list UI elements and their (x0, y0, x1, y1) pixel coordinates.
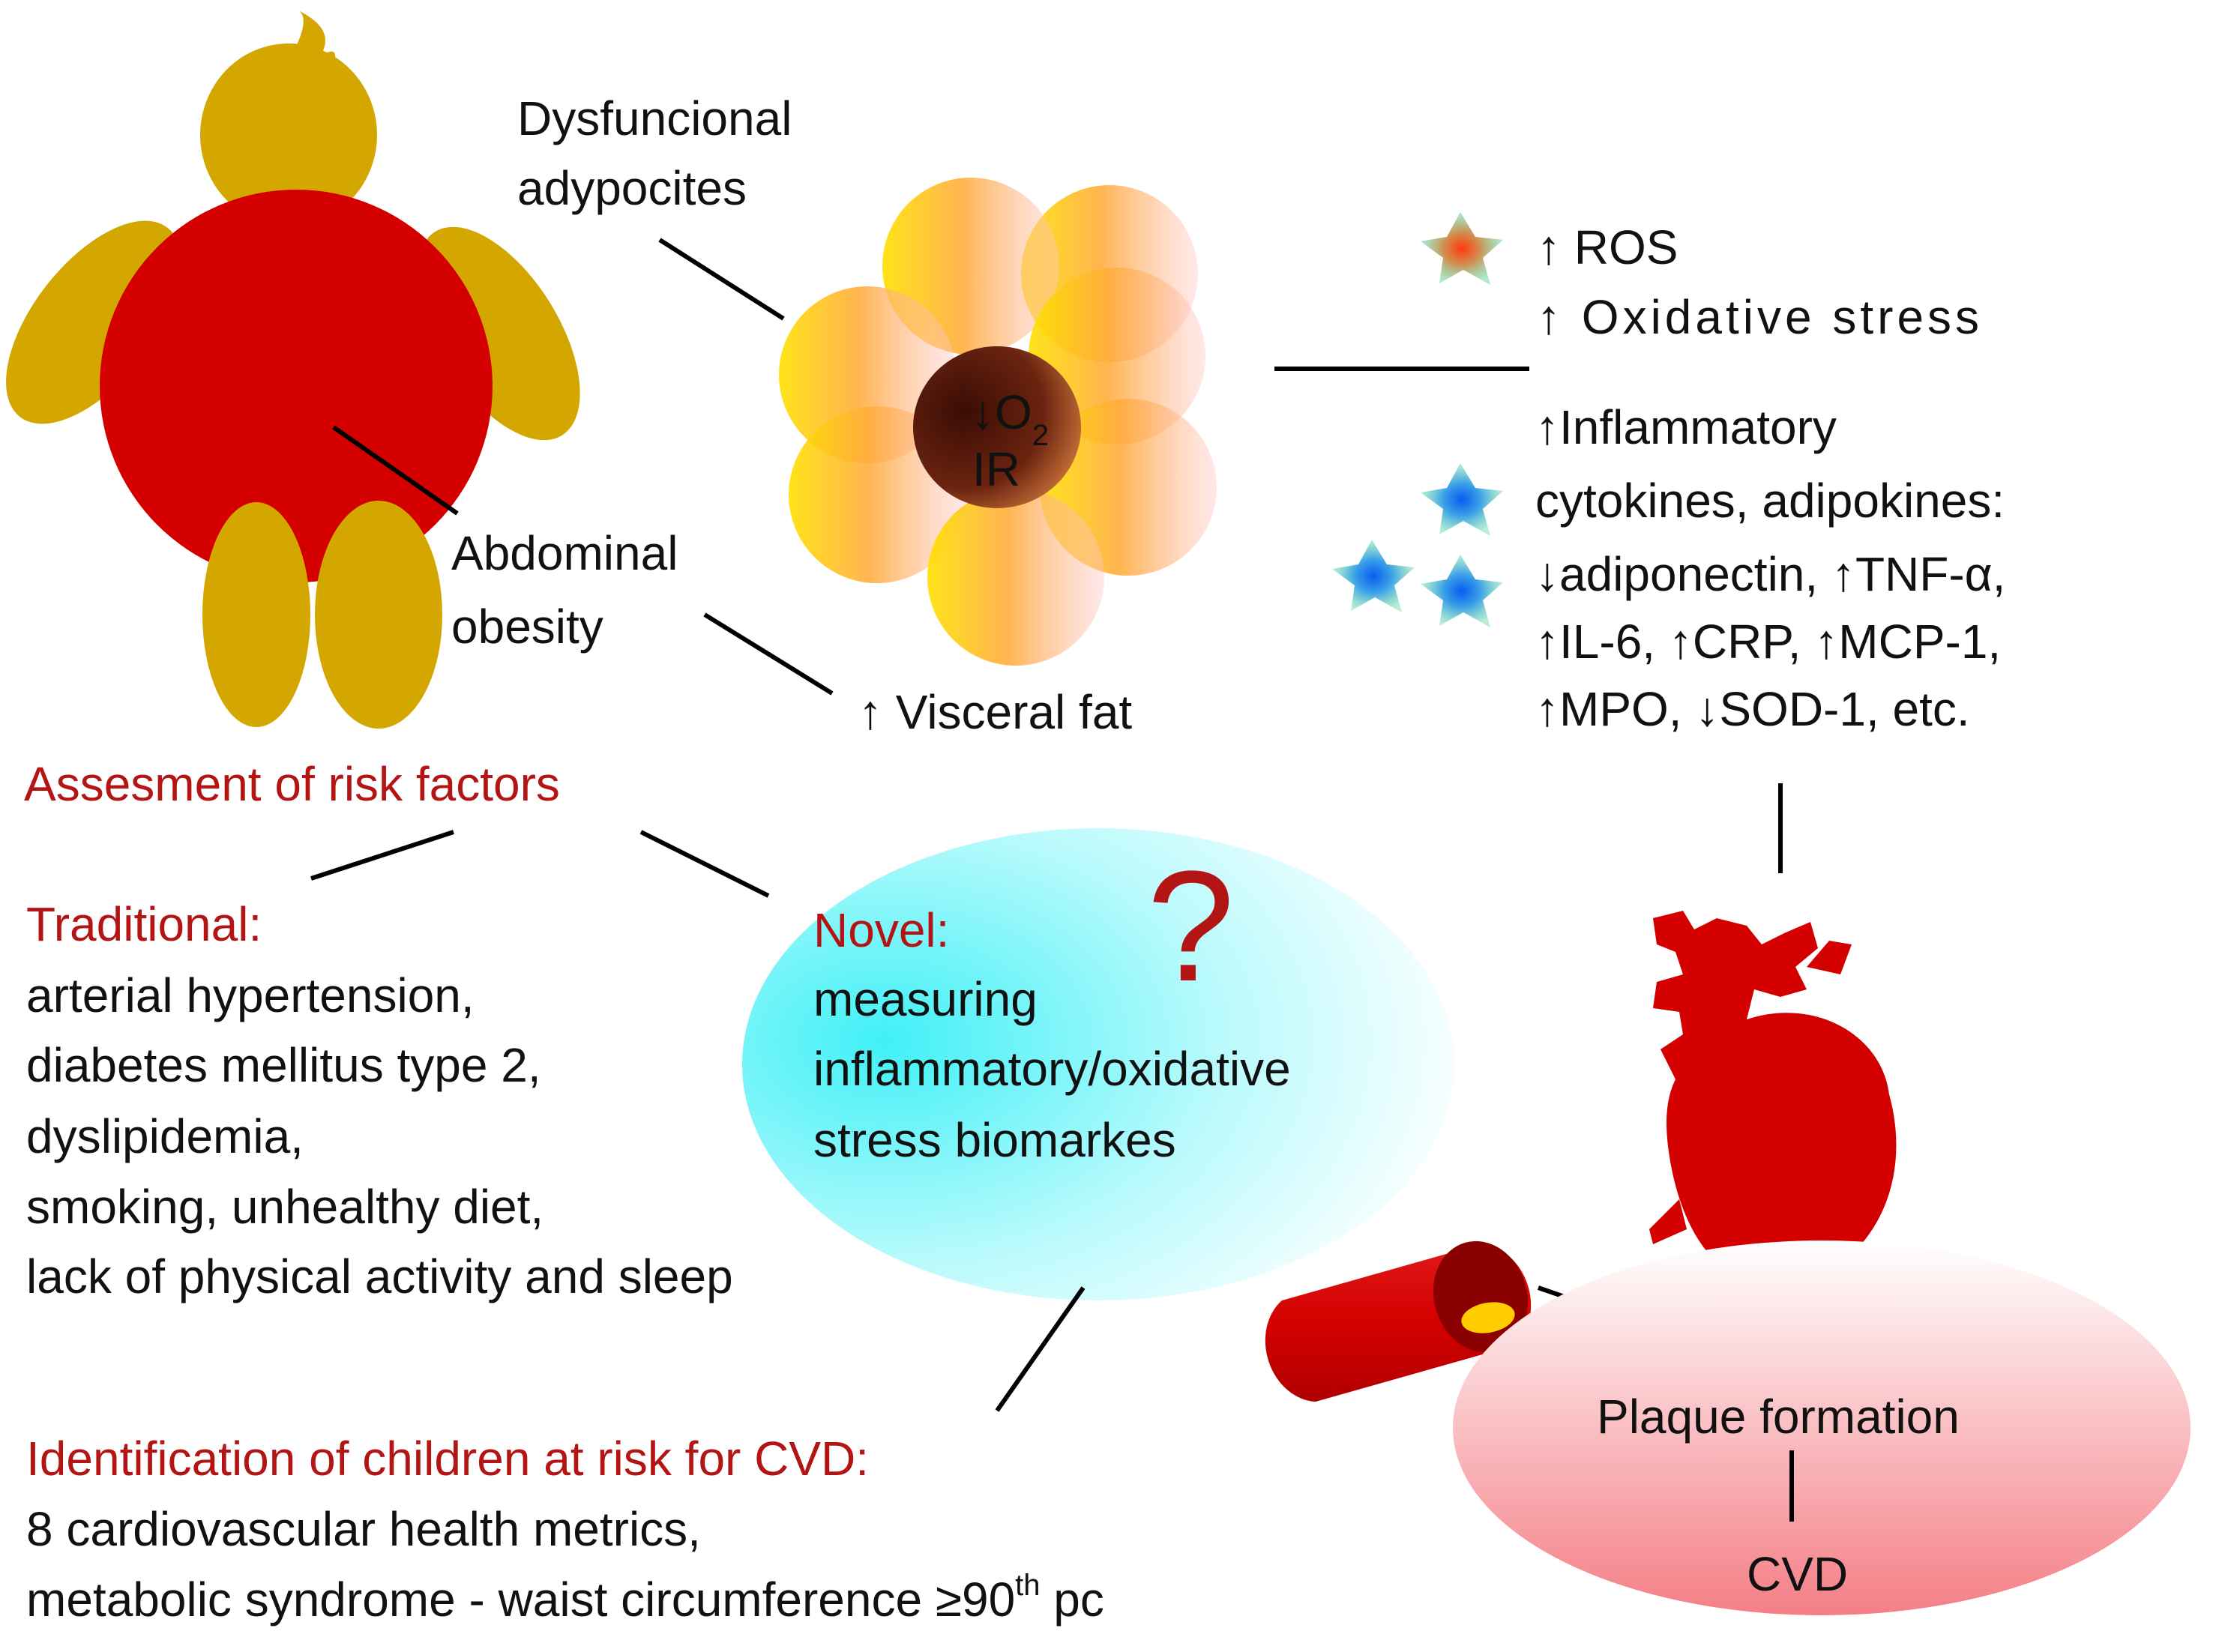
oxidative-stress-label: ↑ Oxidative stress (1537, 290, 1983, 344)
metrics-line-1: 8 cardiovascular health metrics, (26, 1502, 701, 1556)
inflam-line-3: ↓adiponectin, ↑TNF-α, (1535, 547, 2005, 601)
traditional-line-1: arterial hypertension, (26, 968, 475, 1022)
o2-label: ↓O2 (971, 385, 1049, 452)
visceral-connector (703, 612, 834, 696)
assessment-heading: Assesment of risk factors (24, 757, 560, 811)
traditional-line-2: diabetes mellitus type 2, (26, 1038, 541, 1092)
inflam-line-5: ↑MPO, ↓SOD-1, etc. (1535, 682, 1970, 736)
abdominal-label-2: obesity (451, 600, 603, 654)
abdominal-connector (332, 425, 459, 516)
novel-heading: Novel: (813, 903, 949, 957)
plaque-ellipse (1453, 1240, 2191, 1615)
ros-label: ↑ ROS (1537, 220, 1678, 274)
child-right-leg (315, 501, 442, 729)
abdominal-label-1: Abdominal (451, 526, 678, 580)
vessel-plaque (1461, 1302, 1515, 1333)
dysfunctional-connector (658, 238, 785, 321)
adipocyte (927, 489, 1104, 666)
identification-heading: Identification of children at risk for C… (26, 1432, 869, 1486)
dysfunctional-label-1: Dysfuncional (517, 91, 792, 145)
cytokine-star-icon (1421, 463, 1503, 536)
question-mark: ? (1147, 838, 1235, 1014)
blood-vessel-icon (1265, 1240, 1532, 1402)
plaque-formation-label: Plaque formation (1597, 1390, 1960, 1444)
assessment-novel-connector (639, 830, 770, 898)
traditional-line-5: lack of physical activity and sleep (26, 1249, 733, 1303)
novel-line-1: measuring (813, 972, 1038, 1026)
ir-label: IR (972, 442, 1020, 496)
visceral-fat-label: ↑ Visceral fat (858, 685, 1132, 739)
adipocyte-cluster-icon: ↓O2 IR (779, 178, 1217, 666)
traditional-line-3: dyslipidemia, (26, 1109, 304, 1163)
cytokine-star-icon (1421, 555, 1503, 627)
inflam-line-1: ↑Inflammatory (1535, 400, 1837, 454)
inflam-line-4: ↑IL-6, ↑CRP, ↑MCP-1, (1535, 615, 2001, 669)
inflam-line-2: cytokines, adipokines: (1535, 474, 2005, 528)
novel-line-2: inflammatory/oxidative (813, 1042, 1291, 1096)
child-body (100, 190, 493, 582)
ros-star-icon (1421, 212, 1503, 285)
cytokine-star-icon (1332, 540, 1415, 612)
novel-line-3: stress biomarkes (813, 1113, 1176, 1167)
child-figure-icon (6, 10, 580, 729)
child-left-leg (202, 502, 310, 727)
traditional-line-4: smoking, unhealthy diet, (26, 1180, 544, 1234)
child-head (200, 43, 377, 226)
assessment-traditional-connector (310, 830, 454, 881)
hypoxic-core (913, 346, 1081, 508)
novel-ellipse (742, 828, 1454, 1300)
novel-identification-connector (995, 1286, 1086, 1412)
dysfunctional-label-2: adypocites (517, 161, 747, 215)
traditional-heading: Traditional: (26, 897, 262, 951)
cvd-label: CVD (1747, 1547, 1848, 1601)
metrics-line-2: metabolic syndrome - waist circumference… (26, 1569, 1104, 1627)
